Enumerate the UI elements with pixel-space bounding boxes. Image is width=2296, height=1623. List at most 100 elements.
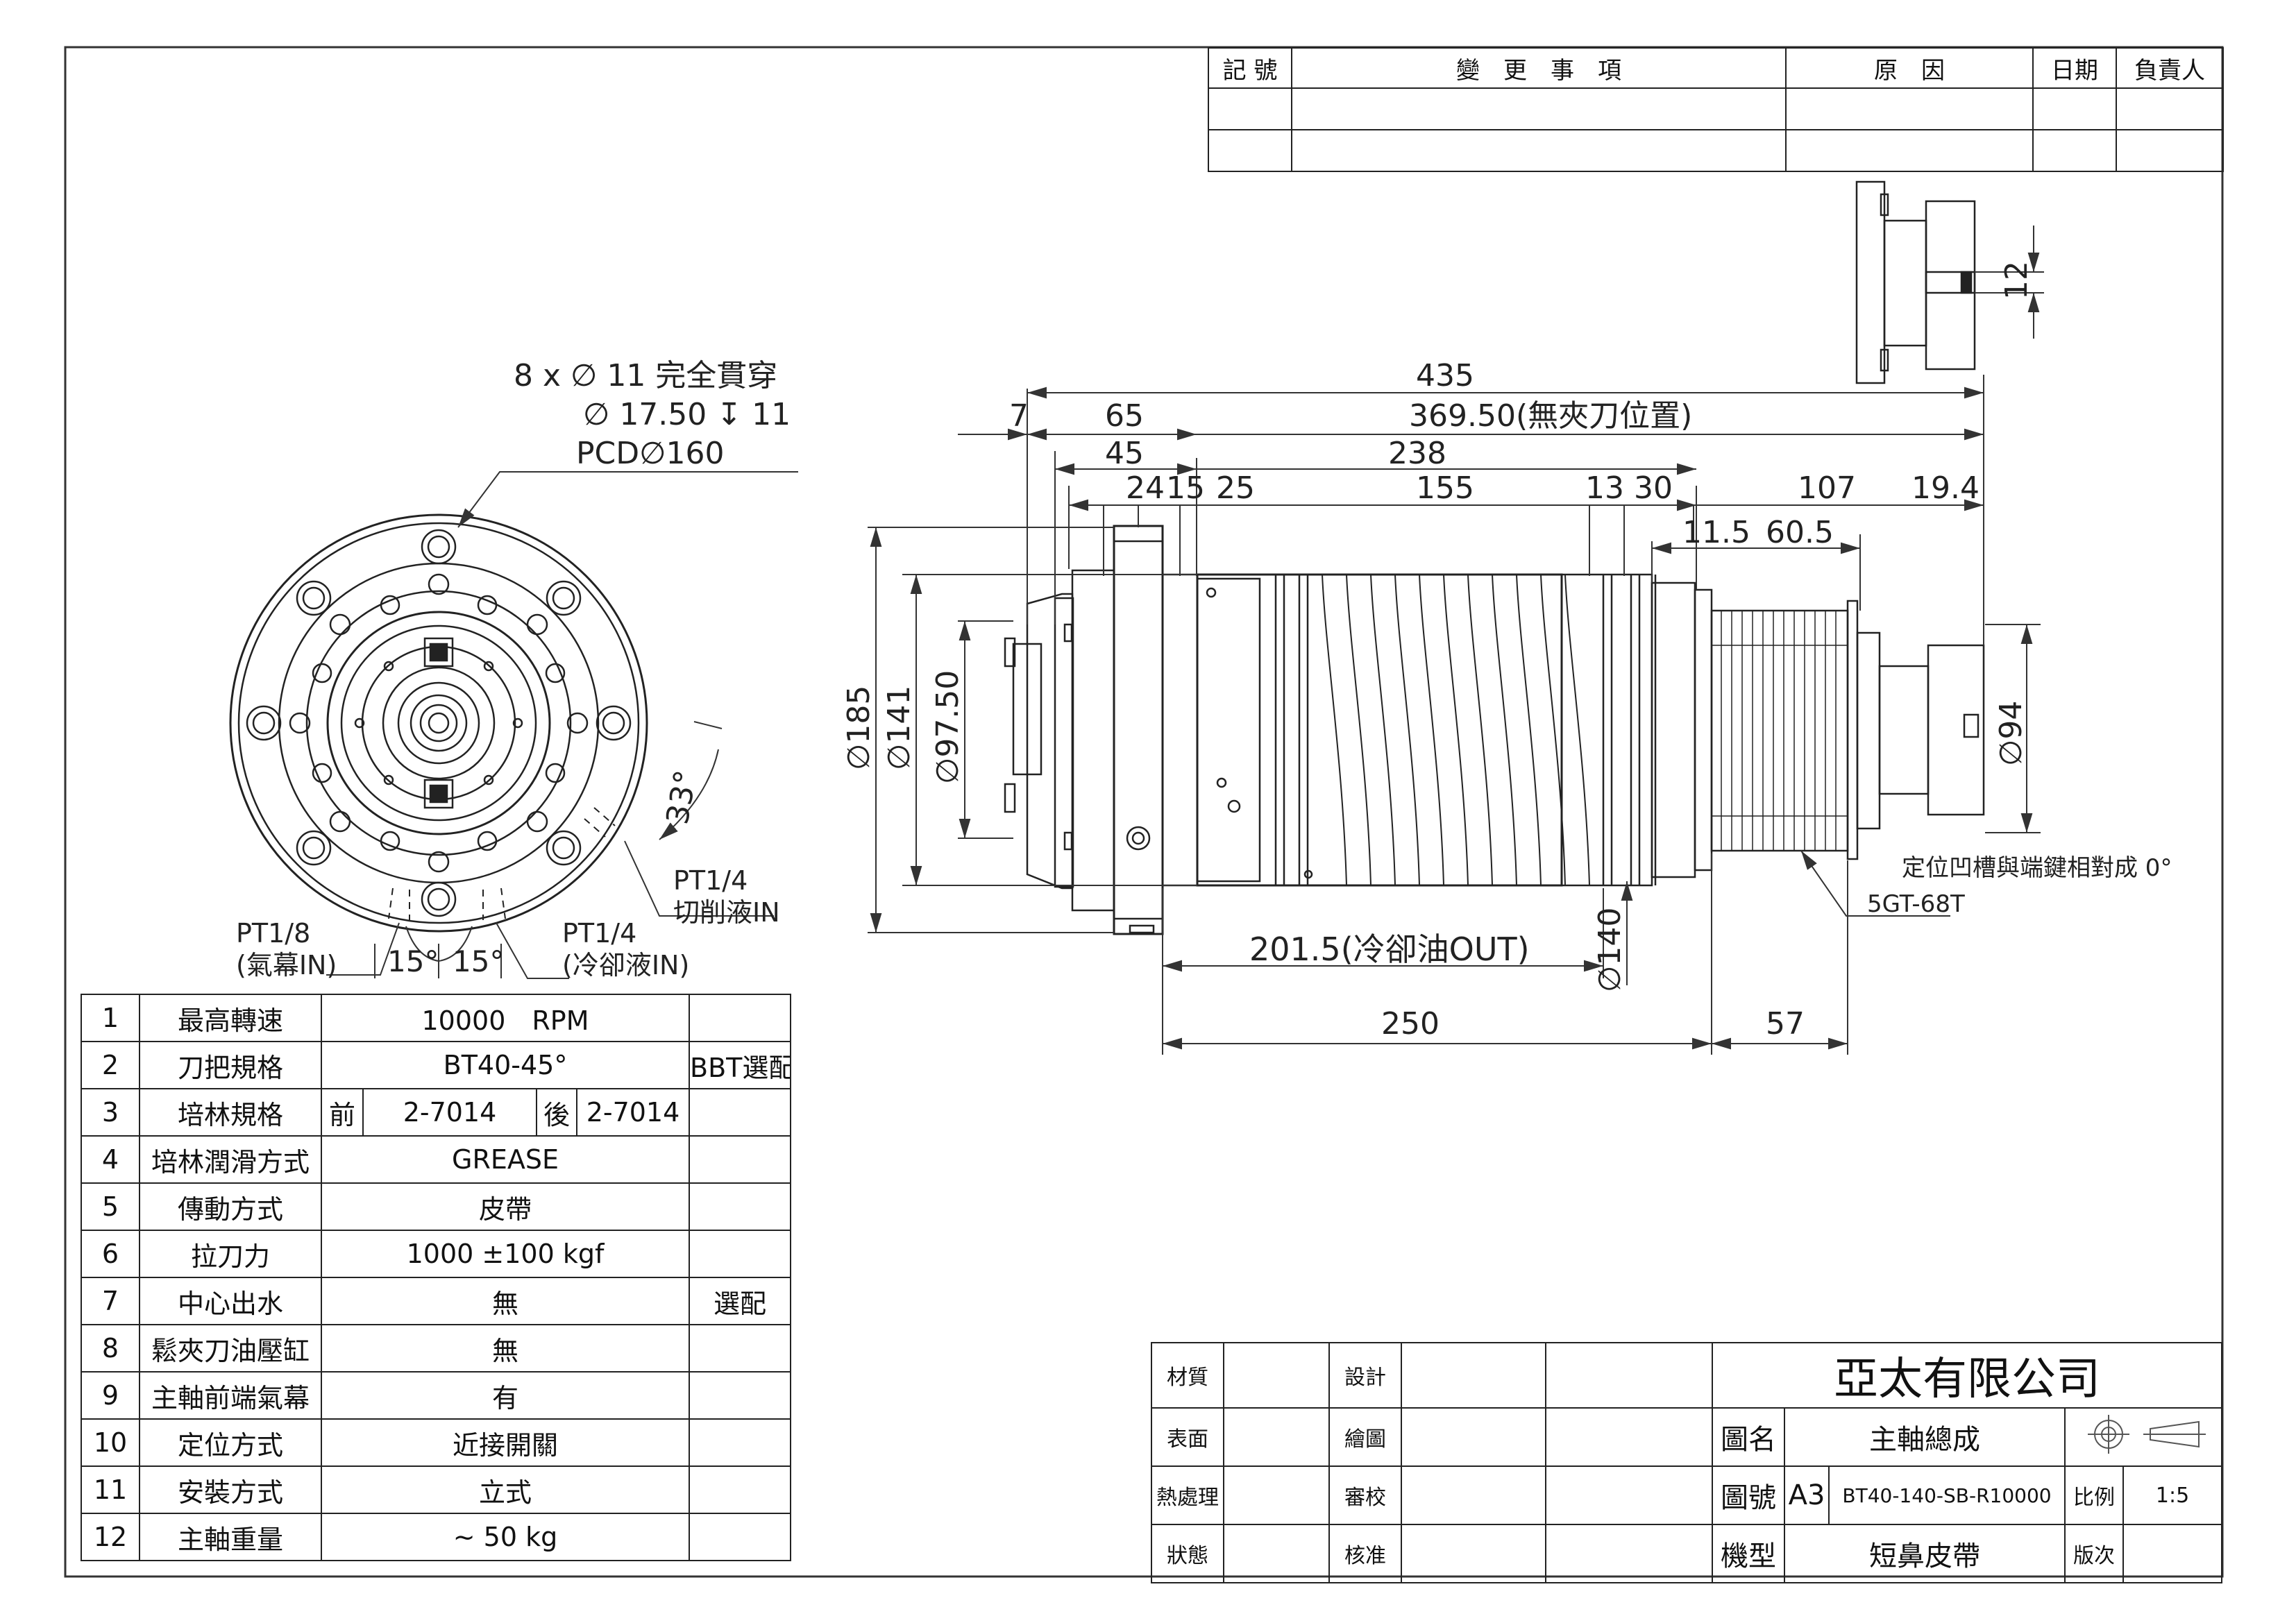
spec-note (689, 1371, 791, 1420)
dim-107: 107 (1798, 470, 1856, 506)
spec-item: 安裝方式 (139, 1465, 322, 1514)
tb-heat-label: 熱處理 (1151, 1465, 1224, 1525)
tb-name: 主軸總成 (1784, 1407, 2066, 1467)
dim-369: 369.50(無夾刀位置) (1409, 398, 1692, 434)
tb-size: A3 (1784, 1465, 1830, 1525)
spec-front-label: 前 (321, 1088, 364, 1137)
title-block: 材質 設計 亞太有限公司 表面 繪圖 圖名 主軸總成 熱處理 審校 圖號 A3 … (1151, 1342, 2223, 1583)
dim-45: 45 (1105, 436, 1144, 471)
spec-item: 中心出水 (139, 1277, 322, 1325)
front-view-annotations (326, 471, 798, 979)
rev-cell (2032, 129, 2117, 172)
tb-model-label: 機型 (1712, 1524, 1785, 1583)
front-view (229, 513, 648, 933)
dim-19-4: 19.4 (1911, 470, 1980, 506)
rev-header-no: 記 號 (1208, 47, 1292, 89)
spec-no: 10 (81, 1418, 140, 1467)
note-angle-15b: 15° (453, 944, 504, 978)
dim-13: 13 (1585, 470, 1624, 506)
spec-note (689, 1465, 791, 1514)
tb-design-value (1401, 1342, 1546, 1409)
tb-blank (1545, 1465, 1713, 1525)
dim-15: 15 (1166, 470, 1205, 506)
spec-no: 11 (81, 1465, 140, 1514)
dim-7: 7 (1009, 398, 1029, 434)
rev-cell (1208, 129, 1292, 172)
tb-material-label: 材質 (1151, 1342, 1224, 1409)
spec-note (689, 1513, 791, 1561)
tb-design-label: 設計 (1328, 1342, 1402, 1409)
rev-cell (1291, 129, 1787, 172)
spec-rear-value: 2-7014 (576, 1088, 690, 1137)
key-view (1855, 180, 1976, 384)
dim-57: 57 (1766, 1006, 1805, 1042)
dim-dia-141: ∅141 (881, 686, 917, 770)
spec-no: 7 (81, 1277, 140, 1325)
tb-version-value (2122, 1524, 2223, 1583)
note-port-cutting: PT1/4 (673, 865, 748, 896)
spec-item: 傳動方式 (139, 1182, 322, 1231)
tb-company: 亞太有限公司 (1711, 1342, 2223, 1409)
note-pcd: PCD∅160 (576, 436, 724, 471)
dim-250: 250 (1381, 1006, 1440, 1042)
bolt-holes (246, 529, 632, 917)
spec-item: 拉刀力 (139, 1230, 322, 1278)
tb-state-value (1223, 1524, 1330, 1583)
spec-no: 2 (81, 1041, 140, 1089)
spec-value: 1000 ±100 kgf (321, 1230, 690, 1278)
spec-no: 4 (81, 1135, 140, 1184)
spec-value: GREASE (321, 1135, 690, 1184)
spec-value: BT40-45° (321, 1041, 690, 1089)
note-keyway: 定位凹槽與端鍵相對成 0° (1902, 854, 2172, 882)
tb-number: BT40-140-SB-R10000 (1828, 1465, 2066, 1525)
tb-blank (1545, 1524, 1713, 1583)
note-hole-spec-1: 8 x ∅ 11 完全貫穿 (514, 358, 777, 393)
dim-dia-97: ∅97.50 (930, 670, 965, 784)
spec-no: 5 (81, 1182, 140, 1231)
rev-header-date: 日期 (2032, 47, 2117, 89)
spec-item: 培林規格 (139, 1088, 322, 1137)
spec-note (689, 1230, 791, 1278)
rev-cell (2116, 129, 2224, 172)
spec-no: 6 (81, 1230, 140, 1278)
note-port-cutting-label: 切削液IN (673, 897, 780, 928)
dim-11-5: 11.5 (1682, 515, 1750, 550)
spec-item: 培林潤滑方式 (139, 1135, 322, 1184)
spec-value: 無 (321, 1324, 690, 1373)
tb-name-label: 圖名 (1712, 1407, 1785, 1467)
spec-note: 選配 (689, 1277, 791, 1325)
dim-155: 155 (1416, 470, 1474, 506)
rev-cell (2032, 87, 2117, 130)
tb-check-label: 審校 (1328, 1465, 1402, 1525)
dim-65: 65 (1105, 398, 1144, 434)
spec-item: 最高轉速 (139, 994, 322, 1042)
spec-no: 12 (81, 1513, 140, 1561)
spec-note (689, 1088, 791, 1137)
tb-model: 短鼻皮帶 (1784, 1524, 2066, 1583)
dim-dia-185: ∅185 (841, 686, 877, 770)
dim-30: 30 (1634, 470, 1673, 506)
side-view (1004, 525, 1985, 935)
spec-value: 10000 RPM (321, 994, 690, 1042)
spec-value: 有 (321, 1371, 690, 1420)
tb-draw-value (1401, 1407, 1546, 1467)
dim-60-5: 60.5 (1766, 515, 1834, 550)
tb-approve-label: 核准 (1328, 1524, 1402, 1583)
annotation-text: 8 x ∅ 11 完全貫穿 ∅ 17.50 ↧ 11 PCD∅160 PT1/8… (236, 261, 2172, 1042)
tb-state-label: 狀態 (1151, 1524, 1224, 1583)
spec-value: ~ 50 kg (321, 1513, 690, 1561)
revision-table: 記 號 變 更 事 項 原 因 日期 負責人 (1208, 47, 2224, 172)
tb-blank (1545, 1407, 1713, 1467)
note-port-coolant: PT1/4 (562, 918, 636, 949)
spec-rear-label: 後 (536, 1088, 577, 1137)
note-angle-15a: 15° (387, 944, 439, 978)
note-port-coolant-label: (冷卻液IN) (562, 950, 689, 980)
dim-24: 24 (1126, 470, 1165, 506)
